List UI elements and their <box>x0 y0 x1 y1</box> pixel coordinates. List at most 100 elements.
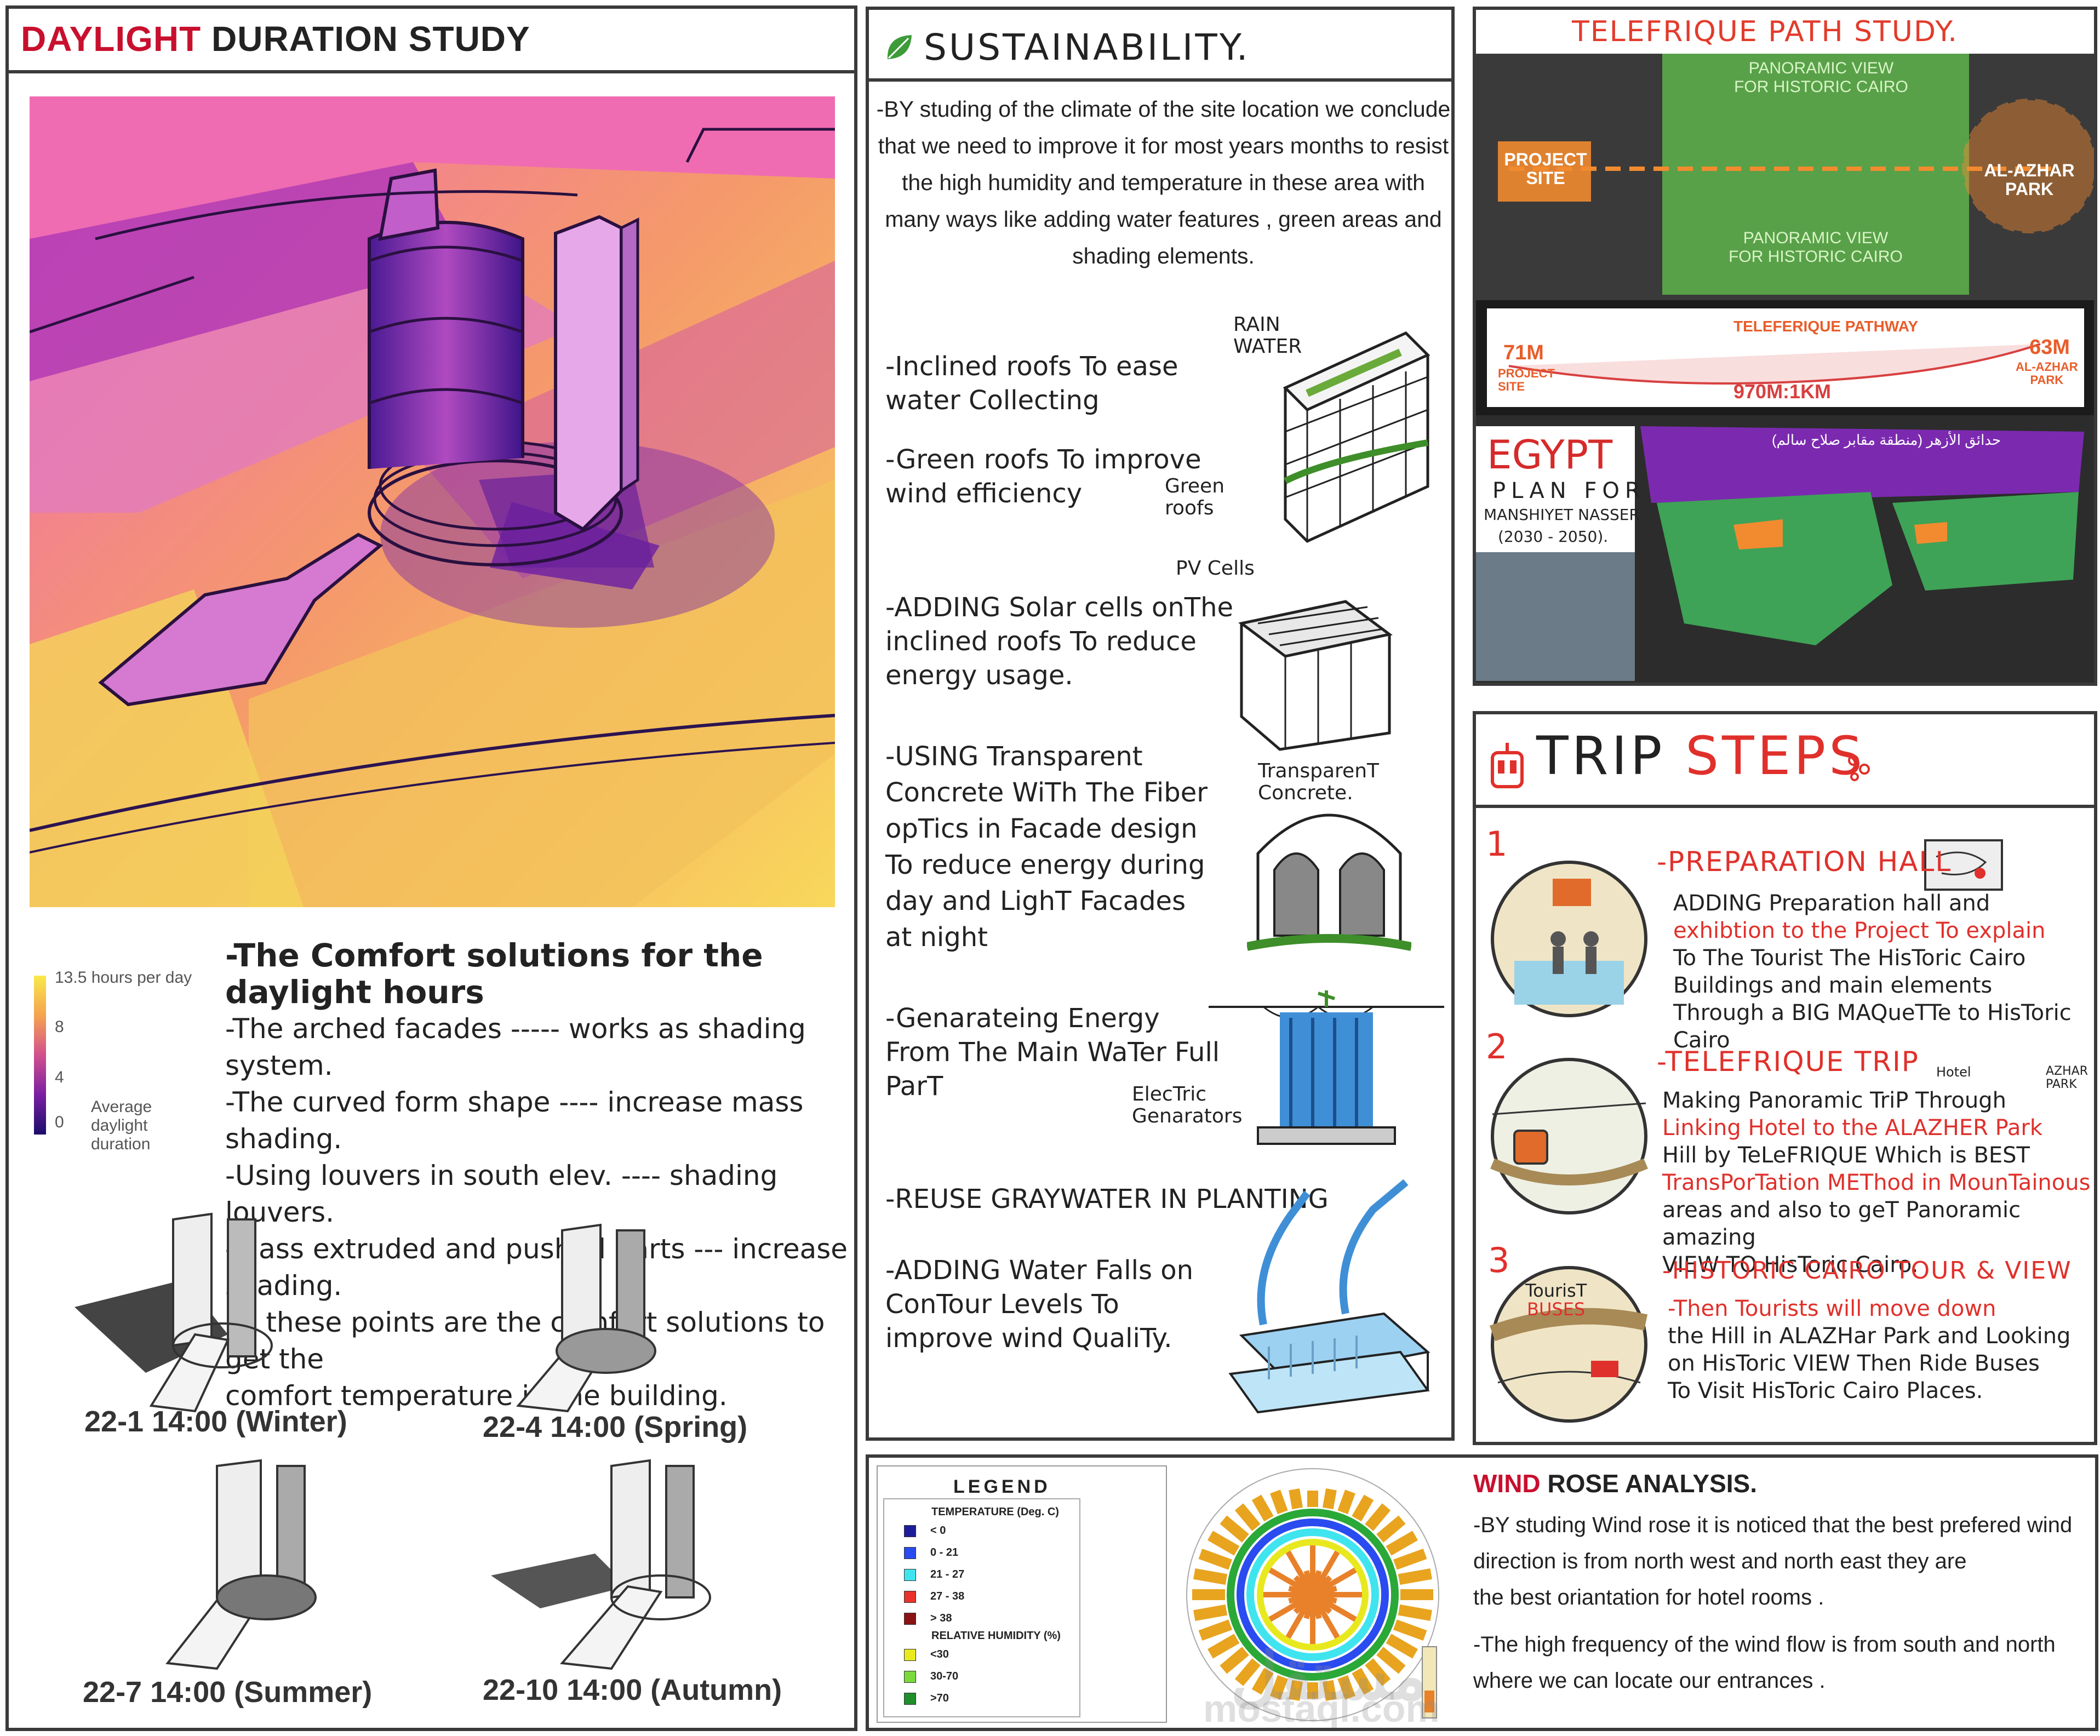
legend-swatch <box>904 1692 916 1705</box>
daylight-heatmap-render <box>30 96 835 907</box>
step-title-2: -TELEFRIQUE TRIP <box>1657 1046 1919 1078</box>
telefrique-title: TELEFRIQUE PATH STUDY. <box>1572 15 1958 48</box>
wind-rose-bar <box>1365 1503 1391 1531</box>
sust-item-water-falls: -ADDING Water Falls on ConTour Levels To… <box>885 1255 1194 1354</box>
wind-rose-bar <box>1270 1489 1288 1515</box>
wind-rose-bar <box>1365 1658 1391 1686</box>
wind-rose-bar <box>1322 1488 1337 1510</box>
legend-row: 30-70 <box>904 1670 958 1687</box>
wind-rose-bar <box>1193 1568 1228 1585</box>
comfort-line: comfort temperature in the building. <box>225 1380 728 1412</box>
daylight-study-panel: DAYLIGHT DURATION STUDY <box>5 5 857 1731</box>
waterfall-generator-sketch <box>1209 990 1444 1145</box>
legend-row: >70 <box>904 1692 949 1709</box>
sust-item-energy-waterfall: -Genarateing Energy From The Main WaTer … <box>885 1003 1220 1102</box>
wind-rose-bar <box>1393 1619 1427 1641</box>
wind-rose-bar <box>1270 1675 1288 1700</box>
manshiyet-label: MANSHIYET NASSER <box>1484 506 1640 524</box>
sust-item-solar-cells: -ADDING Solar cells onThe inclined roofs… <box>885 592 1234 691</box>
wind-rose-bar <box>1234 1658 1261 1686</box>
wind-rose-inner-star <box>1263 1545 1362 1644</box>
trip-steps-title: TRIP STEPS <box>1536 725 1866 787</box>
shadow-study-summer <box>165 1459 317 1670</box>
maquette-sketch <box>1924 839 2003 891</box>
legend-label: 27 - 38 <box>930 1590 965 1602</box>
wind-rose-bar <box>1337 1675 1355 1700</box>
leaf-icon <box>887 35 912 59</box>
legend-label: < 0 <box>930 1525 946 1537</box>
step-text-2: Making Panoramic TriP Through Linking Ho… <box>1662 1088 2091 1277</box>
legend-swatch <box>904 1546 916 1559</box>
daylight-title: DAYLIGHT DURATION STUDY <box>21 19 530 59</box>
legend-label: >70 <box>930 1692 949 1704</box>
wind-rose-bar <box>1376 1647 1406 1674</box>
plan-label: PLAN FOR <box>1492 478 1646 503</box>
temperature-title: TEMPERATURE (Deg. C) <box>931 1506 1059 1518</box>
legend-swatch <box>904 1670 916 1683</box>
height-right-label: 63M <box>2029 336 2070 359</box>
legend-row: > 38 <box>904 1612 952 1629</box>
comfort-line: -The curved form shape ---- increase mas… <box>225 1086 804 1155</box>
watermark-arabic: مستقل <box>1231 1640 1428 1713</box>
humidity-title: RELATIVE HUMIDITY (%) <box>931 1630 1061 1642</box>
comfort-line: -The arched facades ----- works as shadi… <box>225 1013 806 1081</box>
wind-rose-bar <box>1386 1634 1418 1659</box>
step-number-1: 1 <box>1486 824 1508 864</box>
step-text-1: ADDING Preparation hall and exhibtion to… <box>1673 891 2072 1053</box>
legend-swatch <box>904 1590 916 1603</box>
wind-rose-bar <box>1220 1647 1249 1674</box>
legend-label: <30 <box>930 1648 949 1660</box>
historic-tour-sketch <box>1489 1266 1648 1423</box>
wind-rose-bar <box>1207 1634 1240 1659</box>
legend-label: 21 - 27 <box>930 1568 965 1580</box>
step-text-3: -Then Tourists will move down the Hill i… <box>1668 1296 2071 1403</box>
legend-8-label: 8 <box>55 1018 64 1036</box>
legend-swatch <box>904 1612 916 1625</box>
wind-rose-bar <box>1398 1604 1432 1621</box>
wind-rose-bar <box>1251 1668 1274 1695</box>
sparkle-icon <box>1848 755 1870 781</box>
wind-rose-diagram <box>1186 1468 1439 1721</box>
legend-4-label: 4 <box>55 1068 64 1086</box>
step-number-3: 3 <box>1488 1240 1510 1280</box>
height-left-label: 71M <box>1503 341 1544 364</box>
legend-swatch <box>904 1525 916 1537</box>
wind-rose-text: -BY studing Wind rose it is noticed that… <box>1473 1513 2073 1693</box>
years-label: (2030 - 2050). <box>1498 528 1609 546</box>
wind-rose-bar <box>1352 1668 1374 1695</box>
season-label-spring: 22-4 14:00 (Spring) <box>483 1411 748 1443</box>
wind-rose-bar <box>1352 1494 1374 1522</box>
sust-item-green-roofs: -Green roofs To improve wind efficiency <box>885 444 1201 509</box>
wind-rose-bar <box>1337 1489 1355 1515</box>
wind-rose-bar <box>1322 1680 1337 1701</box>
transparent-concrete-sketch <box>1247 813 1411 951</box>
sust-item-transparent-concrete: -USING Transparent Concrete WiTh The Fib… <box>885 741 1208 953</box>
wind-rose-title: WIND ROSE ANALYSIS. <box>1473 1469 1757 1498</box>
wind-rose-bar <box>1393 1548 1427 1570</box>
wind-rose-bar <box>1289 1488 1303 1510</box>
graywater-waterfall-sketch <box>1228 1179 1430 1414</box>
trip-steps-panel: TRIP STEPS 1 -PREPARATION HALL ADDING Pr… <box>1473 711 2097 1445</box>
watermark-url: mostaql.com <box>1203 1687 1440 1730</box>
legend-row: 21 - 27 <box>904 1568 964 1585</box>
legend-row: 27 - 38 <box>904 1590 964 1607</box>
wind-rose-bar <box>1198 1619 1233 1641</box>
wind-rose-bar <box>1289 1680 1303 1701</box>
sustainability-intro: -BY studing of the climate of the site l… <box>876 96 1451 268</box>
comfort-solutions-text: -The Comfort solutions for the daylight … <box>225 937 854 1414</box>
step-number-2: 2 <box>1486 1027 1508 1067</box>
